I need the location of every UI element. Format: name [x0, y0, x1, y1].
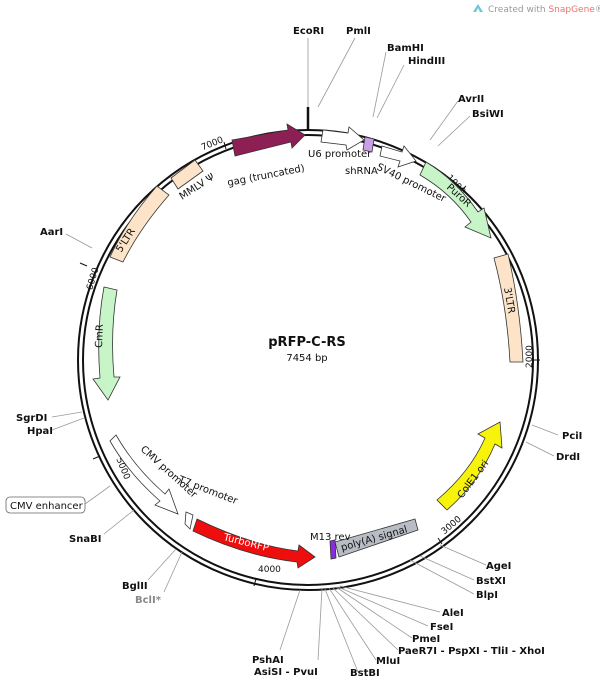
- feature-label: M13 rev: [310, 532, 351, 543]
- site-aari[interactable]: AarI: [40, 227, 93, 249]
- site-label: BstBI: [350, 668, 380, 679]
- site-label: BamHI: [387, 43, 424, 54]
- site-label: SnaBI: [69, 534, 101, 545]
- snapgene-logo-icon: [473, 4, 483, 12]
- site-blpi[interactable]: BlpI: [409, 559, 498, 601]
- site-pmli[interactable]: PmlI: [317, 26, 371, 108]
- site-asisi-pvui[interactable]: AsiSI - PvuI: [254, 588, 323, 678]
- site-label: AarI: [40, 227, 63, 238]
- watermark-prefix: Created with: [488, 5, 548, 15]
- site-bamhi[interactable]: BamHI: [372, 43, 424, 118]
- site-label: FseI: [430, 622, 453, 633]
- site-ecori[interactable]: EcoRI: [293, 26, 324, 107]
- feature-mmlv-psi[interactable]: MMLV Ψ: [170, 159, 217, 203]
- site-avrii[interactable]: AvrII: [429, 94, 484, 141]
- site-hindiii[interactable]: HindIII: [376, 56, 445, 119]
- svg-text:Created with SnapGene®: Created with SnapGene®: [488, 5, 600, 15]
- feature-label: gag (truncated): [226, 163, 305, 189]
- site-label: PmlI: [346, 26, 371, 37]
- feature-cmr[interactable]: CmR: [92, 286, 121, 401]
- site-pmei[interactable]: PmeI: [335, 586, 440, 645]
- site-label: PshAI: [252, 655, 284, 666]
- site-paer7i-pspxi-tlii-xhoi[interactable]: PaeR7I - PspXI - TliI - XhoI: [332, 587, 545, 657]
- site-label: DrdI: [556, 452, 580, 463]
- watermark-mark: ®: [595, 5, 600, 15]
- site-hpai[interactable]: HpaI: [27, 417, 85, 437]
- site-label: BstXI: [476, 576, 506, 587]
- site-snabi[interactable]: SnaBI: [69, 509, 135, 545]
- site-label: AvrII: [458, 94, 484, 105]
- site-drdi[interactable]: DrdI: [525, 441, 580, 463]
- tick-2000: 2000: [525, 345, 540, 368]
- tick-label: 4000: [258, 565, 281, 575]
- plasmid-size: 7454 bp: [286, 353, 327, 364]
- feature-label: U6 promoter: [308, 149, 372, 160]
- site-alei[interactable]: AleI: [339, 585, 464, 619]
- feature-5ltr[interactable]: 5'LTR: [109, 185, 170, 263]
- feature-shrna[interactable]: shRNA: [345, 136, 378, 177]
- feature-label: CmR: [94, 324, 106, 348]
- site-label: AsiSI - PvuI: [254, 667, 318, 678]
- watermark-brand: SnapGene: [548, 5, 595, 15]
- feature-label: 3'LTR: [501, 287, 516, 315]
- site-label: BsiWI: [472, 109, 504, 120]
- tick-4000: 4000: [253, 565, 281, 587]
- tick-label: 2000: [525, 345, 535, 368]
- feature-m13-rev[interactable]: M13 rev: [310, 532, 351, 560]
- site-bsiwi[interactable]: BsiWI: [437, 109, 504, 147]
- snapgene-watermark: Created with SnapGene®: [473, 4, 600, 15]
- site-bstbi[interactable]: BstBI: [324, 588, 380, 679]
- feature-label: shRNA: [345, 166, 378, 177]
- site-bstxi[interactable]: BstXI: [419, 555, 506, 587]
- site-label: EcoRI: [293, 26, 324, 37]
- site-label: HpaI: [27, 426, 53, 437]
- site-label: BclI*: [135, 595, 162, 606]
- feature-gag-truncated[interactable]: gag (truncated): [226, 123, 306, 189]
- site-bglii[interactable]: BglII: [122, 548, 177, 592]
- site-bcli[interactable]: BclI*: [135, 551, 183, 606]
- feature-puror[interactable]: PuroR: [419, 161, 492, 239]
- site-label: BglII: [122, 581, 148, 592]
- feature-cmv-enhancer[interactable]: CMV enhancer: [5, 485, 111, 514]
- feature-label: CMV enhancer: [10, 501, 84, 512]
- site-label: SgrDI: [16, 413, 47, 424]
- site-sgrdi[interactable]: SgrDI: [16, 411, 83, 424]
- site-label: HindIII: [408, 56, 445, 67]
- site-label: PmeI: [412, 634, 440, 645]
- plasmid-name: pRFP-C-RS: [268, 335, 346, 350]
- site-fsei[interactable]: FseI: [337, 586, 453, 633]
- site-label: PaeR7I - PspXI - TliI - XhoI: [398, 646, 545, 657]
- site-label: PciI: [562, 431, 582, 442]
- site-pcii[interactable]: PciI: [531, 424, 582, 442]
- site-pshai[interactable]: PshAI: [252, 589, 301, 666]
- site-label: BlpI: [476, 590, 498, 601]
- feature-u6-promoter[interactable]: U6 promoter: [308, 126, 372, 160]
- feature-3ltr[interactable]: 3'LTR: [493, 253, 524, 363]
- feature-turborfp[interactable]: TurboRFP: [192, 518, 316, 569]
- site-label: AgeI: [486, 561, 511, 572]
- site-mlui[interactable]: MluI: [328, 587, 400, 667]
- site-label: AleI: [442, 608, 464, 619]
- site-label: MluI: [376, 656, 400, 667]
- site-agei[interactable]: AgeI: [439, 544, 511, 572]
